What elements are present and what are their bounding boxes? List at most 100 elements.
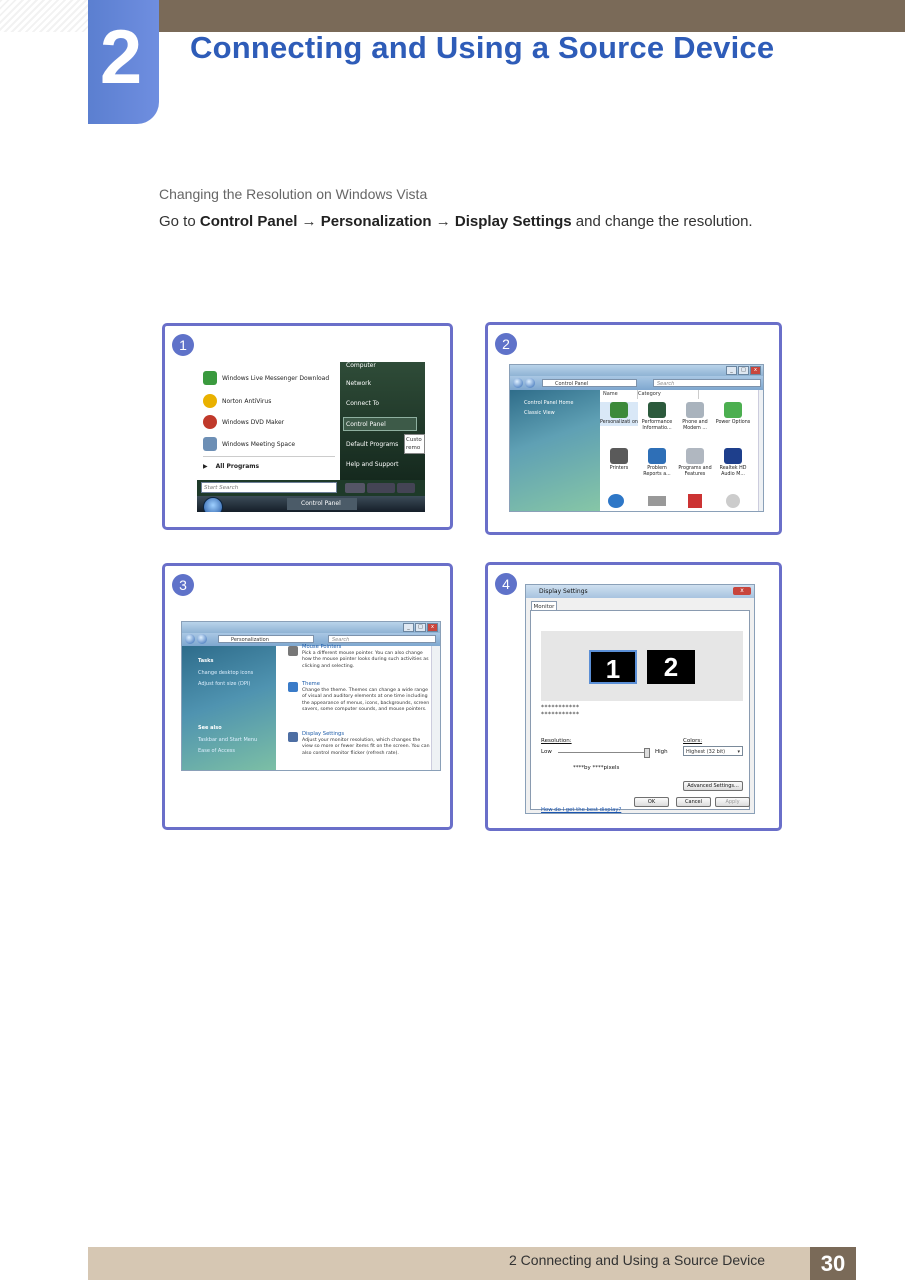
taskbar-control-panel-button[interactable]: Control Panel	[287, 498, 357, 510]
list-item[interactable]: Performance Informatio...	[638, 402, 676, 432]
maximize-icon[interactable]: □	[415, 623, 426, 632]
theme-icon	[288, 682, 298, 692]
arrow: →	[431, 213, 455, 230]
close-icon[interactable]: x	[750, 366, 761, 375]
colors-value: Highest (32 bit)	[686, 749, 726, 755]
advanced-settings-button[interactable]: Advanced Settings...	[683, 781, 743, 791]
personalization-content: Mouse Pointers Pick a different mouse po…	[276, 644, 432, 770]
header-bar	[159, 0, 905, 32]
tab-monitor[interactable]: Monitor	[531, 601, 557, 611]
entry-title[interactable]: Mouse Pointers	[302, 644, 342, 650]
menu-item-label: Windows Meeting Space	[222, 440, 296, 448]
column-header[interactable]: Category	[635, 390, 699, 399]
dvd-icon	[203, 415, 217, 429]
slider-thumb[interactable]	[644, 748, 650, 758]
footer-text: 2 Connecting and Using a Source Device	[509, 1252, 766, 1268]
personalization-icon	[610, 402, 628, 418]
step-control-panel: Control Panel	[199, 213, 298, 230]
monitor-2[interactable]: 2	[647, 650, 695, 684]
window-controls: _□x	[726, 366, 761, 375]
menu-item-computer[interactable]: Computer	[346, 362, 376, 369]
entry-title[interactable]: Display Settings	[302, 731, 345, 737]
maximize-icon[interactable]: □	[738, 366, 749, 375]
menu-item[interactable]: Windows DVD Maker	[203, 414, 284, 430]
step-display-settings: Display Settings	[454, 213, 572, 230]
scrollbar[interactable]	[758, 390, 763, 511]
search-input[interactable]: Search	[328, 635, 436, 643]
security-icon	[688, 494, 702, 508]
sidebar-link[interactable]: Control Panel Home	[524, 400, 574, 406]
scanner-icon	[648, 496, 666, 506]
step-badge-2: 2	[495, 333, 517, 355]
address-row: Personalization Search	[182, 633, 440, 646]
menu-item-connect-to[interactable]: Connect To	[346, 400, 380, 407]
minimize-icon[interactable]: _	[726, 366, 737, 375]
close-icon[interactable]: x	[733, 587, 751, 595]
search-input[interactable]: Search	[653, 379, 761, 387]
task-link[interactable]: Change desktop icons	[198, 670, 254, 676]
list-item[interactable]: Programs and Features	[676, 448, 714, 478]
start-orb-icon[interactable]	[203, 497, 223, 512]
divider	[203, 456, 335, 457]
monitor-1[interactable]: 1	[589, 650, 637, 684]
start-search-input[interactable]: Start Search	[201, 482, 337, 493]
forward-icon[interactable]	[197, 634, 207, 644]
menu-item-network[interactable]: Network	[346, 380, 372, 387]
lock-button[interactable]	[367, 483, 395, 493]
instruction-prefix: Go to	[159, 213, 200, 230]
highlight	[343, 417, 417, 431]
address-bar[interactable]: Control Panel	[542, 379, 637, 387]
cancel-button[interactable]: Cancel	[676, 797, 711, 807]
address-bar[interactable]: Personalization	[218, 635, 314, 643]
pixels-label: ****by ****pixels	[573, 765, 620, 771]
back-icon[interactable]	[513, 378, 523, 388]
minimize-icon[interactable]: _	[403, 623, 414, 632]
sidebar-link[interactable]: Classic View	[524, 410, 555, 416]
list-item[interactable]: Phone and Modem ...	[676, 402, 714, 432]
menu-item[interactable]: Windows Live Messenger Download	[203, 370, 329, 386]
menu-item-label: Windows DVD Maker	[222, 418, 285, 426]
list-item[interactable]: Problem Reports a...	[638, 448, 676, 478]
menu-item-default-programs[interactable]: Default Programs	[346, 441, 399, 448]
colors-select[interactable]: Highest (32 bit)▾	[683, 746, 743, 756]
item-label: Problem Reports a...	[643, 466, 671, 477]
see-also-link[interactable]: Taskbar and Start Menu	[198, 737, 258, 743]
figure-2-frame: 2 _□x Control Panel Search Control Panel…	[485, 322, 782, 535]
list-item[interactable]: Realtek HD Audio M...	[714, 448, 752, 478]
ok-button[interactable]: OK	[634, 797, 669, 807]
control-panel-screenshot: _□x Control Panel Search Control Panel H…	[509, 364, 764, 512]
list-item[interactable]: Printers	[600, 448, 638, 472]
list-item[interactable]: Power Options	[714, 402, 752, 426]
scrollbar[interactable]	[431, 646, 440, 770]
back-icon[interactable]	[185, 634, 195, 644]
step-badge-4: 4	[495, 573, 517, 595]
chapter-number: 2	[99, 15, 143, 100]
menu-item[interactable]: Windows Meeting Space	[203, 436, 295, 452]
list-item[interactable]: Personalizati on	[600, 402, 638, 426]
close-icon[interactable]: x	[427, 623, 438, 632]
power-options-icon	[724, 402, 742, 418]
dialog-body: 1 2 *********** *********** Resolution: …	[530, 610, 750, 813]
apply-button[interactable]: Apply	[715, 797, 750, 807]
power-button[interactable]	[345, 483, 365, 493]
see-also-link[interactable]: Ease of Access	[198, 748, 236, 754]
item-label: Personalizati on	[600, 420, 638, 425]
all-programs-item[interactable]: ▶All Programs	[203, 458, 259, 474]
menu-item-label: Windows Live Messenger Download	[222, 374, 330, 382]
help-link[interactable]: How do I get the best display?	[541, 807, 622, 813]
arrow-button[interactable]	[397, 483, 415, 493]
menu-item[interactable]: Norton AntiVirus	[203, 393, 271, 409]
performance-icon	[648, 402, 666, 418]
menu-item-control-panel[interactable]: Control Panel	[346, 421, 386, 428]
figure-3-frame: 3 _□x Personalization Search Tasks Chang…	[162, 563, 453, 830]
task-link[interactable]: Adjust font size (DPI)	[198, 681, 251, 687]
entry-title[interactable]: Theme	[302, 681, 320, 687]
window-title-bar: _□x	[182, 622, 440, 633]
resolution-slider[interactable]	[558, 752, 648, 753]
section-title: Changing the Resolution on Windows Vista	[159, 186, 428, 202]
item-label: Power Options	[715, 420, 751, 425]
column-header[interactable]: Name	[600, 390, 638, 399]
forward-icon[interactable]	[525, 378, 535, 388]
page-title: Connecting and Using a Source Device	[190, 30, 775, 65]
menu-item-help-support[interactable]: Help and Support	[346, 461, 399, 468]
